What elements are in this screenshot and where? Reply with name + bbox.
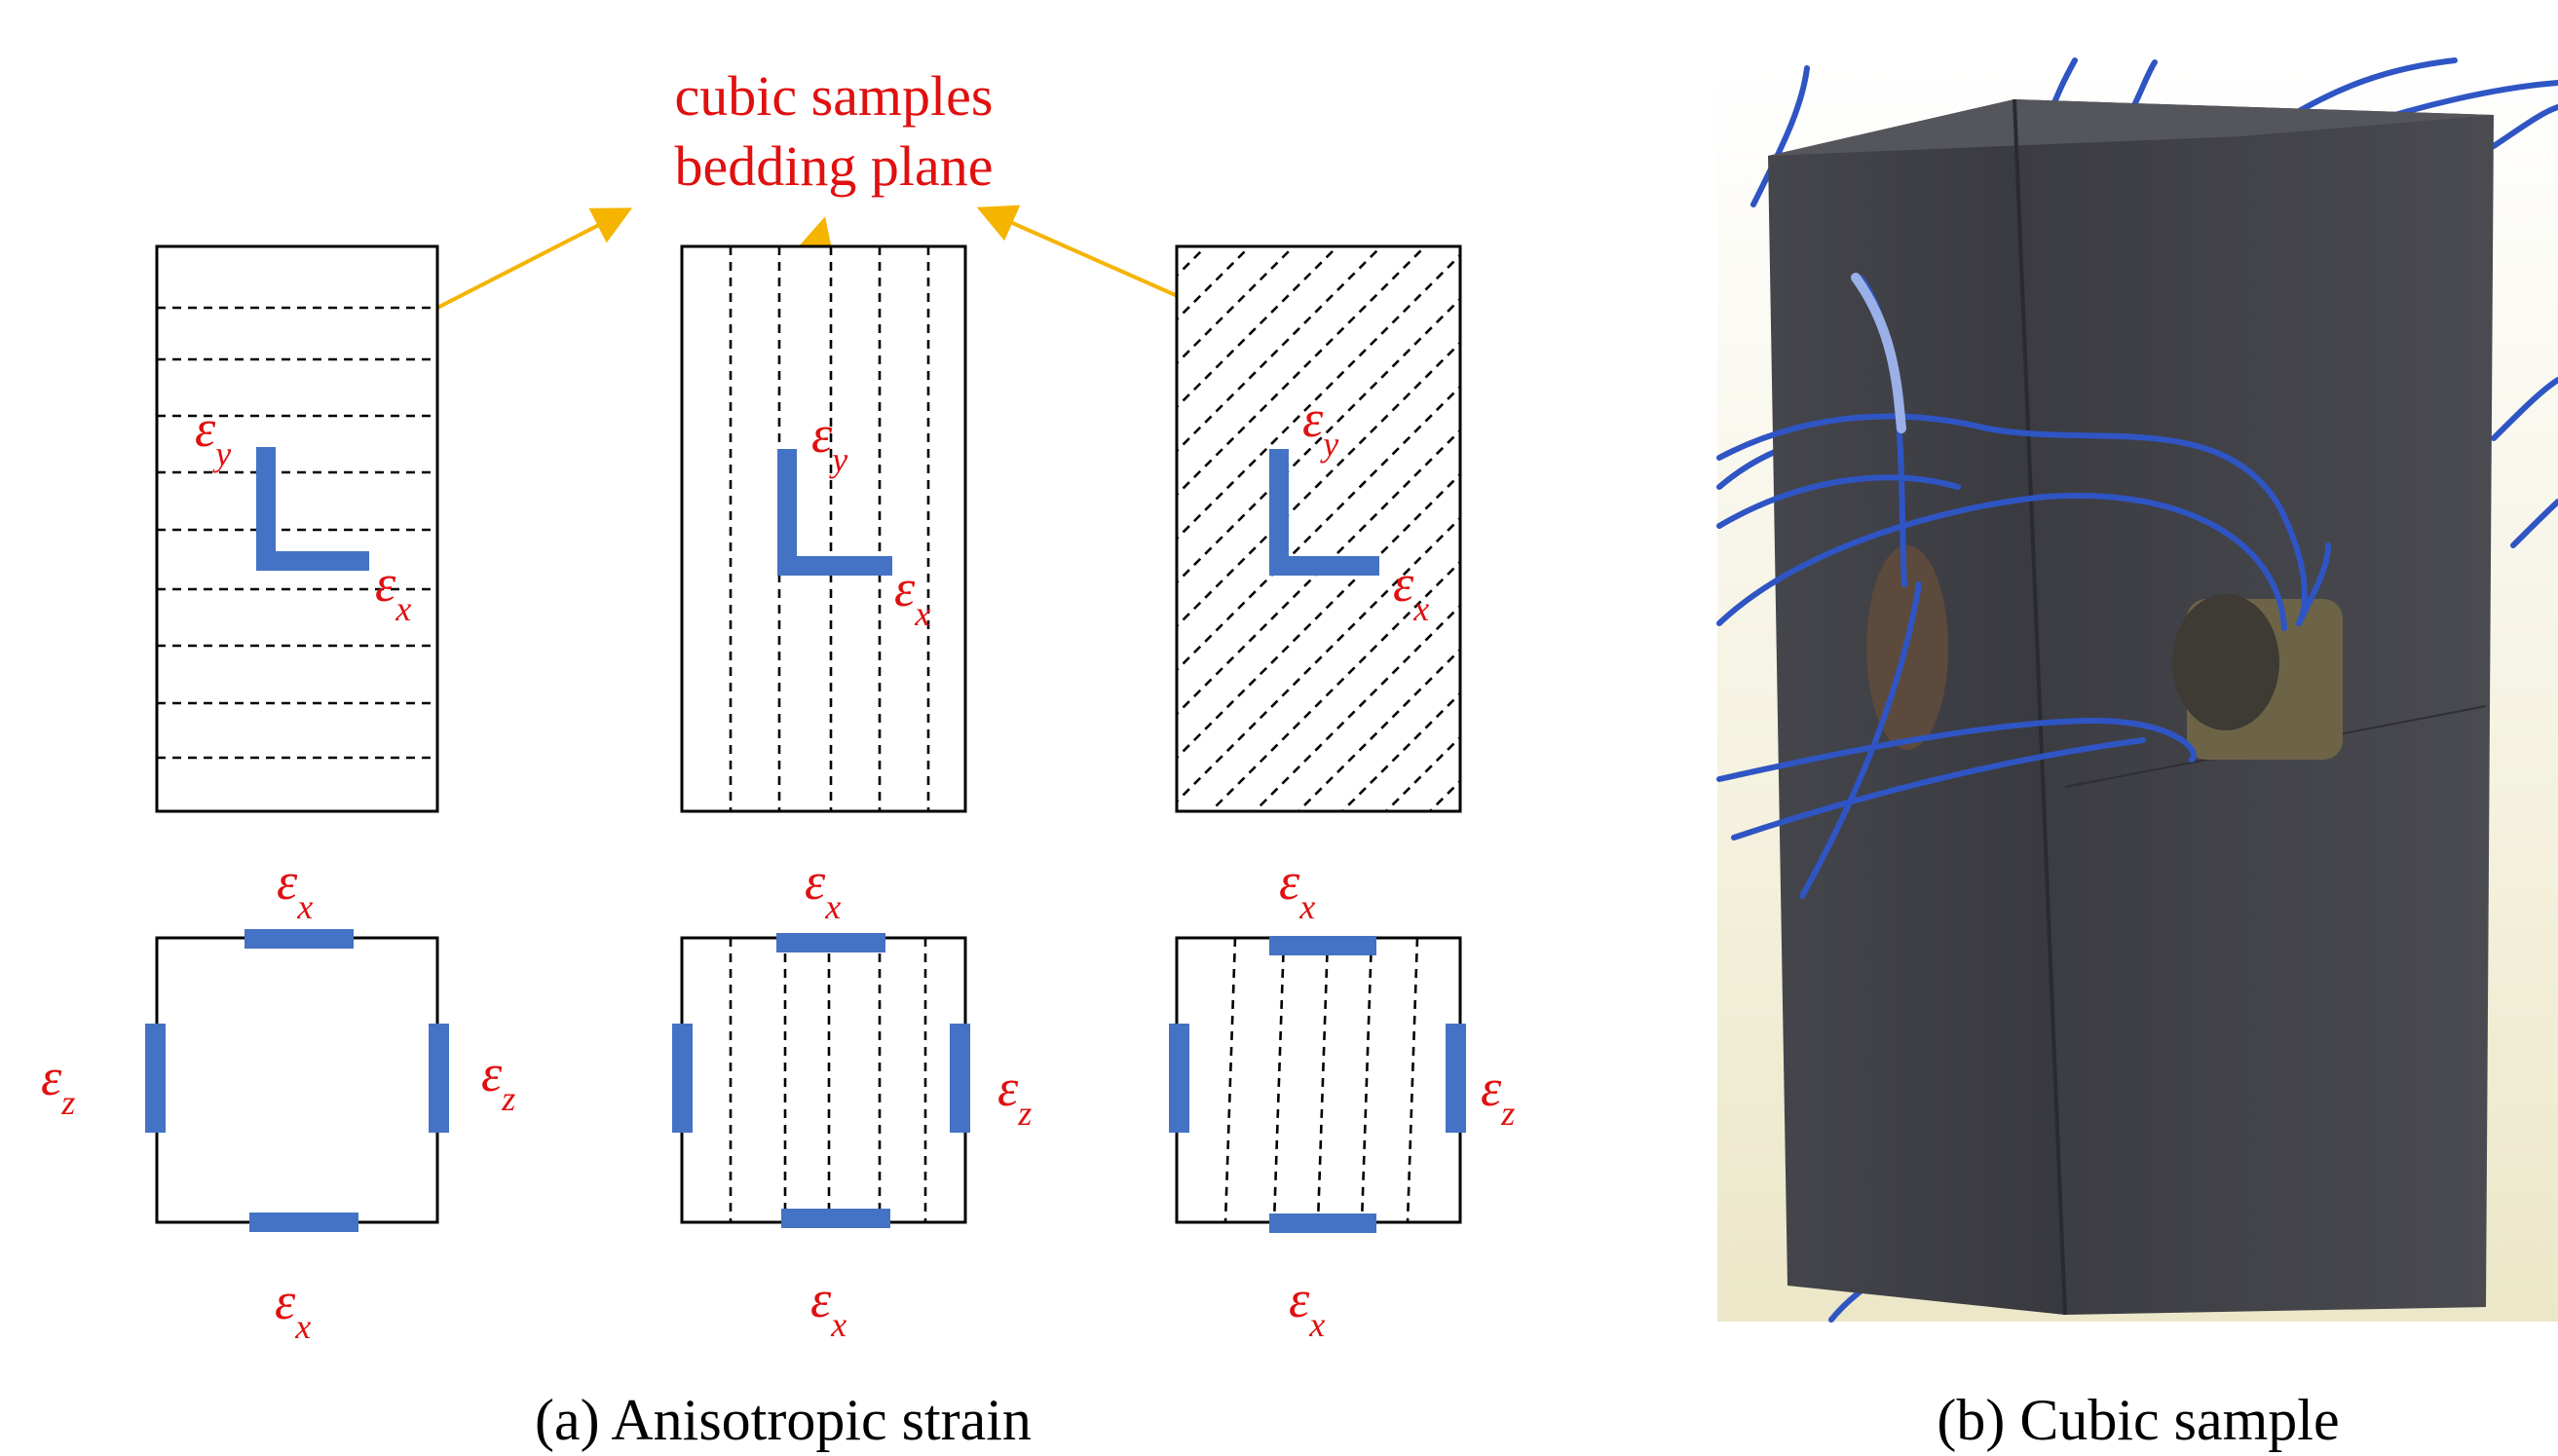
label-eps-x: εx [1393, 554, 1429, 628]
label-eps-z-right: εz [481, 1044, 515, 1118]
bedding-lines [729, 938, 927, 1222]
label-eps-x-top: εx [277, 852, 313, 926]
bedding-lines [157, 306, 437, 760]
caption-cubic-sample: (b) Cubic sample [1937, 1388, 2339, 1452]
annotation-line-2: bedding plane [675, 134, 994, 198]
label-eps-x: εx [894, 559, 930, 633]
label-eps-x-top: εx [805, 852, 841, 926]
label-eps-x-bottom: εx [275, 1272, 311, 1346]
label-eps-z-left: εz [41, 1048, 75, 1122]
label-eps-x-bottom: εx [810, 1270, 846, 1344]
wire-white-sleeve [1851, 273, 1906, 433]
block-edge [2013, 98, 2067, 1316]
sample-vertical-bedding: εy εx [680, 244, 967, 813]
gauge-bottom [1269, 1213, 1376, 1233]
label-eps-z-right: εz [997, 1059, 1032, 1133]
bedding-lines [1223, 938, 1419, 1222]
gauge-top [776, 933, 885, 952]
bedding-lines [1177, 246, 1460, 811]
annotation-line-1: cubic samples [675, 64, 994, 128]
sample-horizontal-bedding: εy εx [155, 244, 439, 813]
section-inclined-bedding: εx εx εz [1169, 852, 1515, 1344]
gauge-top [245, 929, 354, 949]
gauge-left [672, 1024, 693, 1133]
section-no-bedding: εx εx εz εz [41, 852, 515, 1346]
gauge-bottom [249, 1213, 358, 1232]
gauge-left [145, 1024, 166, 1133]
block-top-face [1768, 99, 2494, 156]
strain-gauge-rosette [1269, 449, 1379, 576]
cubic-sample-photo [1716, 57, 2558, 1323]
bedding-plane-annotation: cubic samples bedding plane [436, 64, 1196, 310]
caption-anisotropic-strain: (a) Anisotropic strain [535, 1388, 1032, 1452]
label-eps-y: εy [1302, 390, 1338, 464]
section-outline [155, 936, 439, 1224]
gauge-right [429, 1024, 449, 1133]
label-eps-z-right: εz [1481, 1059, 1515, 1133]
arrow-to-horizontal-bedding [436, 207, 633, 310]
section-outline [680, 936, 967, 1224]
sample-outline [1175, 244, 1462, 813]
gauge-right [1446, 1024, 1466, 1133]
arrow-to-inclined-bedding [976, 205, 1196, 306]
strain-gauge-rosette [256, 447, 369, 571]
sample-inclined-bedding: εy εx [1175, 244, 1462, 813]
bedding-lines [729, 246, 930, 811]
sample-outline [680, 244, 967, 813]
gauge-top [1269, 936, 1376, 955]
label-eps-x-top: εx [1279, 852, 1315, 926]
strain-gauge-rosette [777, 449, 892, 576]
section-vertical-bedding: εx εx εz [672, 852, 1032, 1344]
gauge-bottom [781, 1209, 890, 1228]
label-eps-y: εy [195, 399, 231, 473]
gauge-right [950, 1024, 970, 1133]
label-eps-y: εy [811, 405, 847, 479]
gauge-left [1169, 1024, 1189, 1133]
label-eps-x-bottom: εx [1289, 1270, 1325, 1344]
label-eps-x: εx [375, 554, 411, 628]
